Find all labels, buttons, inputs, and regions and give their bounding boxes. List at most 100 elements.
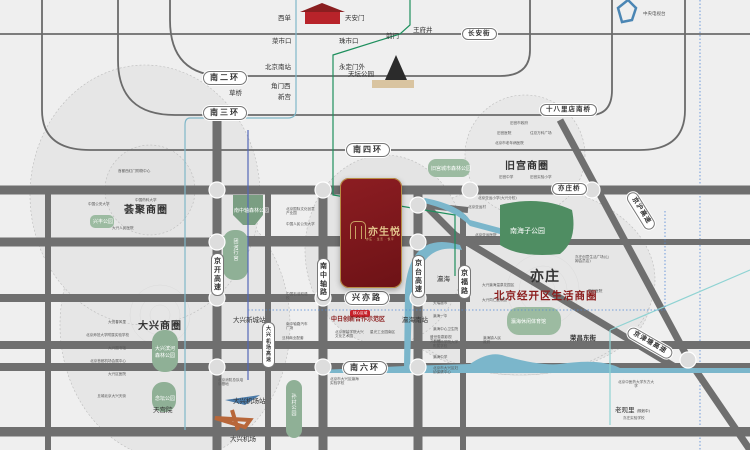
tiananmen-icon	[300, 3, 345, 24]
poi-center-5[interactable]: 中国药科大学	[135, 198, 157, 202]
park-xingfeng: 兴丰公园	[93, 219, 114, 225]
poi-center-0[interactable]: 中国石油双语校	[286, 292, 308, 301]
poi-jiugong-4[interactable]: 旧宫中学	[499, 175, 514, 179]
park-suncun: 孙村公园	[291, 394, 297, 417]
station-jiaomenxi[interactable]: 角门西	[271, 82, 291, 90]
zhongri-zone-label: 中日创新合作示范区	[331, 316, 386, 323]
poi-center-7[interactable]: 北京服装学院大兴文化艺术园	[335, 330, 364, 339]
metro-line-8	[332, 0, 456, 276]
poi-left-1[interactable]: 北京师范大学附属实验学校	[86, 333, 130, 337]
yizhuang-bridge-label: 亦庄桥	[552, 183, 587, 195]
poi-center-1[interactable]: 南中轴路汽车广场	[286, 322, 308, 331]
station-laoguanli-note: (规划中)	[636, 409, 650, 413]
station-laoguanli-name: 老观里	[615, 406, 635, 414]
park-nanzhong-forest: 南中轴森林公园	[234, 208, 270, 214]
zhongri-badge: 核心区域	[350, 310, 371, 317]
landmark-cctv: 中央电视台	[643, 12, 666, 17]
district-huiju: 荟聚商圈	[124, 205, 168, 216]
landmark-daxing-airport: 大兴机场	[230, 435, 256, 443]
poi-right-5[interactable]: 北京市大兴区妇幼保健中心	[433, 366, 459, 375]
station-xidan[interactable]: 西单	[278, 14, 291, 22]
station-wangfujing[interactable]: 王府井	[413, 26, 433, 34]
poi-jiugong-3[interactable]: 北京市老年病医院	[495, 141, 524, 145]
district-jiugong: 旧宫商圈	[505, 161, 549, 172]
ring-road-label-4: 南四环	[346, 143, 390, 157]
station-zhushikou[interactable]: 珠市口	[339, 37, 359, 45]
poi-right-0[interactable]: 天瑞超市	[433, 301, 448, 305]
poi-center-4[interactable]: 中国人民公安大学	[286, 222, 315, 226]
park-nanhaizi: 南海子公园	[510, 227, 545, 235]
poi-left-5[interactable]: 旦城北京大兴天街	[97, 394, 126, 398]
nanzhong-road-label: 南中轴路	[317, 258, 330, 301]
temple-of-heaven-icon	[372, 55, 414, 88]
daxing-airport-expressway-label: 大兴机场高速	[262, 322, 275, 368]
poi-yizhuang-4[interactable]: 同仁医院	[588, 289, 603, 293]
park-tuanhe: 团河行宫	[233, 239, 239, 262]
ring-road-label-6: 南六环	[343, 361, 387, 375]
poi-yizhuang-3[interactable]: 亦庄创意生活广场(山姆会员店)	[575, 255, 609, 264]
poi-left-2[interactable]: 大兴图书馆	[108, 346, 126, 350]
poi-center-2[interactable]: 北京消防总队培训基地	[218, 378, 244, 387]
poi-left-4[interactable]: 大兴区医院	[108, 372, 126, 376]
poi-yizhuang-5[interactable]: 北京中医药大学东方大学	[618, 380, 654, 389]
poi-center-3[interactable]: 北京国际文化创意产业园	[286, 207, 315, 216]
poi-right-1[interactable]: 瀛海一中	[433, 314, 448, 318]
poi-center-9[interactable]: 旦林商业配套	[282, 336, 304, 340]
jingkai-expressway-label: 京开高速	[211, 253, 224, 296]
poi-center-8[interactable]: 星光工业园南区	[370, 330, 396, 334]
poi-huiju-0[interactable]: 中国公安大学	[88, 202, 110, 206]
poi-yizhuang-9[interactable]: 北京亚运医院	[475, 233, 497, 237]
poi-yizhuang-6[interactable]: 亦庄实验学校	[623, 416, 645, 420]
poi-yizhuang-7[interactable]: 北京亚运村	[468, 205, 486, 209]
park-yinghai-sport: 瀛海休闲体育馆	[511, 319, 547, 325]
cctv-tower-icon	[616, 0, 638, 24]
station-daxing-airport[interactable]: 大兴机场站	[233, 397, 266, 405]
poi-huiju-3[interactable]: 首都西红门购物中心	[118, 169, 151, 173]
station-caoqiao[interactable]: 草桥	[229, 89, 242, 97]
poi-left-3[interactable]: 北京首都机场会展中心	[90, 359, 126, 363]
rongchang-street-label: 荣昌东街	[570, 334, 596, 342]
station-xingong[interactable]: 新宫	[278, 93, 291, 101]
park-daxing-binhe: 大兴滨河森林公园	[154, 346, 175, 359]
poi-yizhuang-8[interactable]: 北京亚运小学(大兴分校)	[478, 196, 517, 200]
station-yinghai[interactable]: 瀛海	[437, 275, 450, 283]
district-daxing: 大兴商圈	[138, 321, 182, 332]
poi-jiugong-2[interactable]: 住总万科广场	[530, 131, 552, 135]
station-laoguanli[interactable]: 老观里 (规划中)	[615, 407, 650, 414]
poi-yizhuang-0[interactable]: 大兴瀛海温泉花园区	[482, 283, 515, 287]
shibalidian-bridge-label: 十八里店南桥	[540, 104, 597, 116]
jingfu-road-label: 京福路	[458, 265, 471, 300]
poi-right-2[interactable]: 瀛海中心卫生院	[433, 327, 459, 331]
poi-yizhuang-2[interactable]: 瀛海镇人民政府	[483, 336, 501, 345]
district-yizhuang: 亦庄	[530, 269, 560, 285]
poi-yizhuang-1[interactable]: 大兴同仁医院区	[482, 298, 508, 302]
poi-right-4[interactable]: 瀛海中学	[433, 355, 448, 359]
poi-jiugong-5[interactable]: 旧宫实验小学	[530, 175, 552, 179]
poi-center-10[interactable]: 盛世惠泉影视文化城	[430, 335, 452, 344]
station-caishikou[interactable]: 菜市口	[272, 37, 292, 45]
project-yishengyue-card[interactable]: 亦生悦 亦庄 · 生活 · 悦享	[340, 178, 402, 288]
poi-huiju-2[interactable]: 大兴人民医院	[112, 226, 134, 230]
station-beijing-south[interactable]: 北京南站	[265, 63, 291, 71]
poi-left-0[interactable]: 大悦春风里	[108, 320, 126, 324]
poi-right-3[interactable]: 中国科学院大学附属学校	[433, 340, 459, 349]
ring-road-label-3: 南三环	[203, 106, 247, 120]
station-tiananmen[interactable]: 天安门	[345, 14, 365, 22]
station-yongdingmenwai[interactable]: 永定门外	[339, 63, 365, 71]
station-qianmen[interactable]: 前门	[386, 32, 399, 40]
station-daxing-xincheng[interactable]: 大兴新城站	[233, 316, 266, 324]
project-name: 亦生悦	[368, 227, 401, 238]
station-tiangongyuan[interactable]: 天宫院	[153, 406, 173, 414]
poi-center-6[interactable]: 北京市大兴区瀛海实验学校	[330, 377, 359, 386]
airport-icon	[214, 395, 260, 431]
project-logo-icon	[350, 221, 366, 239]
district-yizhuang-subtitle: 北京经开区生活商圈	[494, 290, 598, 302]
rivers	[320, 198, 750, 373]
poi-jiugong-1[interactable]: 旧宫医院	[497, 131, 512, 135]
ring-road-label-2: 南二环	[203, 71, 247, 85]
poi-jiugong-0[interactable]: 旧宫市政府	[510, 121, 528, 125]
park-nianzi: 念坛公园	[155, 396, 176, 402]
station-yinghai-south[interactable]: 瀛海南站	[402, 316, 428, 324]
xingyi-road-label: 兴亦路	[345, 291, 389, 305]
